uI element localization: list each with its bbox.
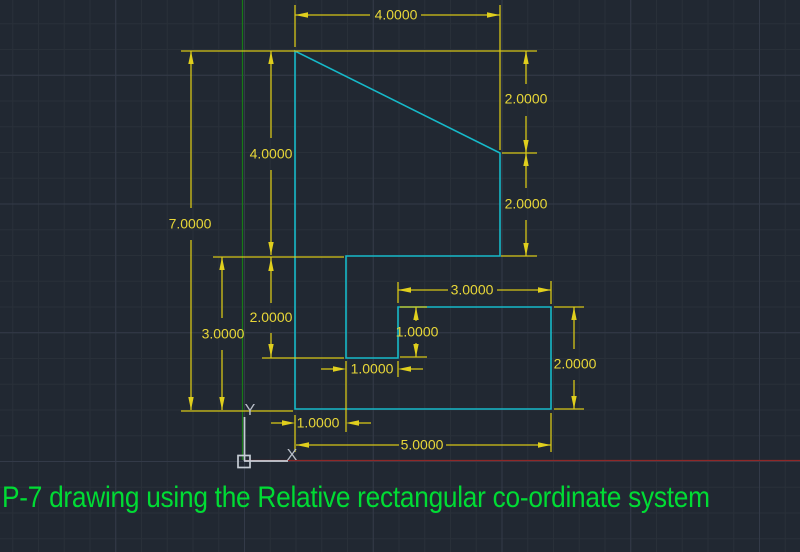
- arrowhead: [413, 307, 419, 320]
- arrowhead: [188, 397, 194, 410]
- arrowhead: [538, 287, 551, 293]
- arrowhead: [571, 396, 577, 409]
- arrowhead: [295, 12, 308, 18]
- dimension-lower-rect-width[interactable]: 3.0000: [397, 281, 552, 304]
- arrowhead: [333, 366, 346, 372]
- ucs-x-label: X: [287, 447, 298, 464]
- dimension-lower-rect-height[interactable]: 2.0000: [554, 306, 597, 410]
- dimension-mid-step-height[interactable]: 2.0000: [250, 257, 344, 359]
- dimension-text: 3.0000: [451, 282, 494, 298]
- arrowhead: [346, 420, 359, 426]
- arrowhead: [296, 442, 309, 448]
- arrowhead: [538, 442, 551, 448]
- dimension-top-width[interactable]: 4.0000: [294, 5, 501, 150]
- dimension-right-upper-height[interactable]: 2.0000: [501, 153, 548, 257]
- ucs-icon[interactable]: Y X: [237, 402, 298, 469]
- arrowhead: [219, 397, 225, 410]
- dimension-notch-height[interactable]: 1.0000: [396, 306, 439, 358]
- arrowhead: [268, 242, 274, 255]
- dimension-text: 1.0000: [351, 361, 394, 377]
- dimension-overall-left-height[interactable]: 7.0000: [169, 50, 537, 412]
- arrowhead: [282, 420, 295, 426]
- dimension-lower-left-height[interactable]: 3.0000: [202, 256, 344, 410]
- dimension-text: 7.0000: [169, 216, 212, 232]
- dimension-upper-left-height[interactable]: 4.0000: [250, 51, 293, 255]
- dimension-bottom-overall-width[interactable]: 5.0000: [296, 413, 552, 453]
- dimension-text: 2.0000: [554, 356, 597, 372]
- dimension-text: 4.0000: [375, 7, 418, 23]
- arrowhead: [268, 51, 274, 64]
- dimension-text: 5.0000: [401, 437, 444, 453]
- arrowhead: [523, 51, 529, 64]
- dimension-notch-width[interactable]: 1.0000: [321, 361, 423, 433]
- arrowhead: [188, 51, 194, 64]
- arrowhead: [398, 366, 411, 372]
- dimension-text: 1.0000: [396, 324, 439, 340]
- dimension-text: 1.0000: [297, 415, 340, 431]
- arrowhead: [268, 258, 274, 271]
- ucs-y-label: Y: [245, 402, 256, 419]
- dimension-text: 3.0000: [202, 326, 245, 342]
- arrowhead: [219, 257, 225, 270]
- dimension-text: 2.0000: [505, 91, 548, 107]
- arrowhead: [268, 344, 274, 357]
- ucs-origin-box: [237, 454, 251, 469]
- arrowhead: [398, 287, 411, 293]
- arrowhead: [523, 243, 529, 256]
- dimension-text: 2.0000: [250, 309, 293, 325]
- arrowhead: [413, 344, 419, 357]
- arrowhead: [523, 153, 529, 166]
- arrowhead: [571, 307, 577, 320]
- dimension-bottom-offset-width[interactable]: 1.0000: [271, 415, 371, 453]
- arrowhead: [487, 12, 500, 18]
- drawing-caption[interactable]: P-7 drawing using the Relative rectangul…: [2, 481, 710, 514]
- dimension-text: 2.0000: [505, 196, 548, 212]
- shape-outline[interactable]: [294, 49, 552, 410]
- arrowhead: [523, 140, 529, 153]
- dimension-text: 4.0000: [250, 146, 293, 162]
- dimension-slant-drop-height[interactable]: 2.0000: [502, 51, 548, 154]
